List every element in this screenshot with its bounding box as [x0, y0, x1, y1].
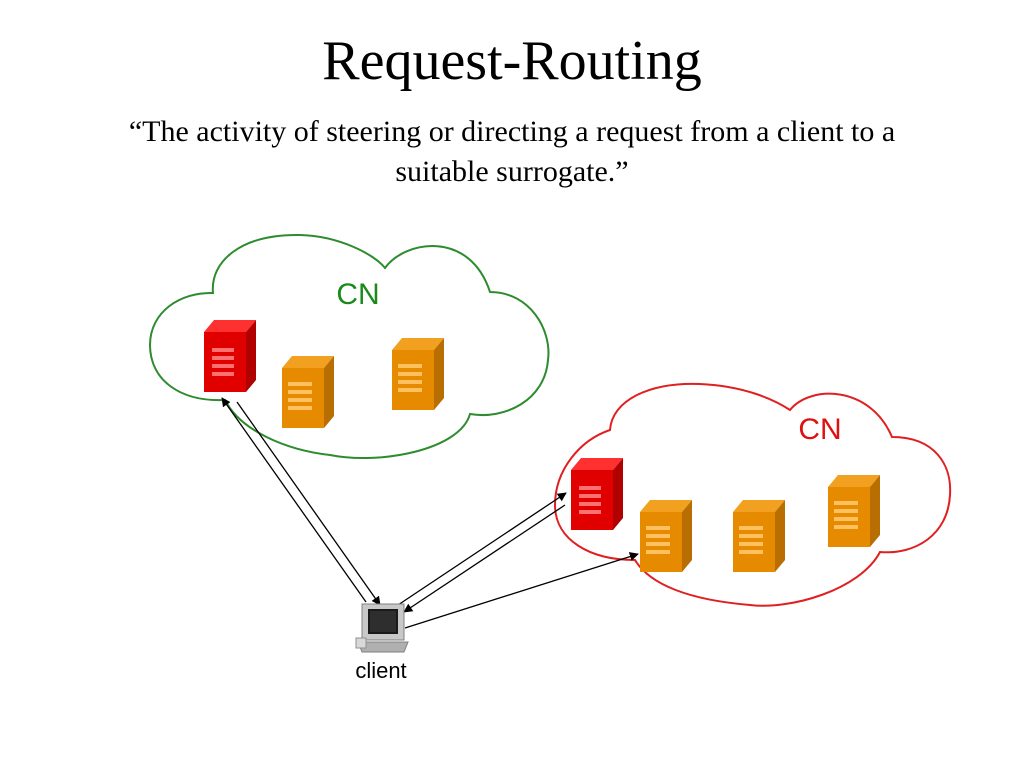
server-icon-orange [282, 356, 334, 428]
arrow-response-from-cn1 [236, 401, 381, 606]
slide-subtitle: “The activity of steering or directing a… [128, 115, 896, 188]
slide-title: Request-Routing [322, 30, 702, 92]
server-icon-red [571, 458, 623, 530]
server-icon-orange [828, 475, 880, 547]
client-label: client [355, 658, 406, 683]
network-cloud-green [148, 233, 550, 460]
client-computer-icon [355, 603, 409, 653]
network-cloud-red [553, 382, 952, 607]
server-icon-orange [733, 500, 785, 572]
server-icon-orange [392, 338, 444, 410]
server-icon-orange [640, 500, 692, 572]
arrow-request-to-cn2 [394, 492, 567, 608]
arrow-response-from-cn2 [403, 504, 566, 613]
network-label-green: CN [336, 278, 379, 311]
arrow-request-to-cn1 [221, 397, 367, 603]
arrow-request-to-surrogate [404, 552, 639, 629]
network-label-red: CN [798, 413, 841, 446]
server-icon-red [204, 320, 256, 392]
